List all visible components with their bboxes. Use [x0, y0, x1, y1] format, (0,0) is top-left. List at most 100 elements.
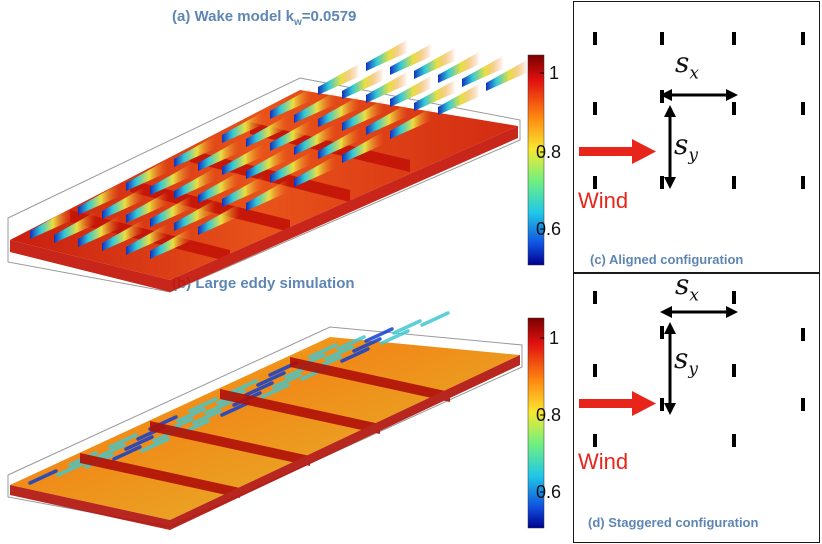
sx-arrow-aligned [660, 89, 738, 101]
wake-streak [222, 175, 264, 207]
wake-streak [78, 215, 120, 247]
colorbar-b-tick-3: 0.6 [536, 482, 562, 502]
wake-streak [342, 131, 384, 163]
wake-streak [294, 91, 336, 123]
colorbar-a-tick-1: 1 [549, 63, 560, 83]
wake-streak [150, 163, 192, 195]
sy-label-aligned: sy [674, 128, 698, 166]
les-field [7, 311, 523, 530]
wake-streak [270, 87, 312, 119]
turbine-markers-staggered [593, 291, 805, 447]
sx-arrow-staggered [660, 306, 738, 318]
wake-streak [486, 59, 528, 91]
wake-streak [150, 227, 192, 259]
wake-streak [126, 191, 168, 223]
wake-streak [366, 103, 408, 135]
turbine-wakes-a [30, 39, 528, 259]
les-streak [220, 401, 250, 417]
wake-streak [390, 43, 432, 75]
sy-letter-staggered: s [674, 342, 689, 375]
wake-streak [318, 95, 360, 127]
les-floor [10, 337, 520, 520]
les-streak [256, 371, 286, 387]
wake-streak [342, 67, 384, 99]
sy-sub-staggered: y [688, 359, 698, 380]
wake-streak [222, 111, 264, 143]
wake-streak [174, 199, 216, 231]
sx-sub-aligned: x [689, 63, 699, 84]
panel-b-title: (b) Large eddy simulation [172, 275, 355, 292]
colorbar-a [527, 54, 545, 266]
wake-streak [126, 223, 168, 255]
wake-streak [30, 207, 72, 239]
panel-a-title-subscript: w [293, 17, 302, 28]
les-streak [260, 383, 290, 399]
sy-arrow-aligned [664, 105, 676, 189]
wake-streak [78, 183, 120, 215]
wake-streak [318, 63, 360, 95]
wake-streak [366, 39, 408, 71]
aligned-layout [579, 32, 805, 189]
wake-streak [366, 71, 408, 103]
domain-outline-b [7, 326, 523, 528]
wake-streak [246, 115, 288, 147]
wake-streak [198, 203, 240, 235]
wake-streak [342, 99, 384, 131]
les-streak [140, 437, 170, 453]
colorbar-a-tick-2: 0.8 [536, 142, 562, 162]
les-streak [352, 337, 382, 353]
wake-streak [414, 79, 456, 111]
wake-streak [102, 219, 144, 251]
les-streak [228, 379, 258, 395]
sx-letter-aligned: s [675, 46, 690, 79]
wake-streak [54, 211, 96, 243]
panel-a-title-suffix: =0.0579 [301, 8, 357, 25]
wake-streak [126, 159, 168, 191]
les-streak [308, 343, 338, 359]
sx-sub-staggered: x [689, 285, 699, 306]
wake-streak [222, 143, 264, 175]
wind-label-staggered: Wind [578, 449, 629, 474]
wind-arrow-aligned [579, 139, 656, 164]
wake-streak [438, 51, 480, 83]
les-streak [364, 327, 394, 343]
panel-a-title-text: (a) Wake model k [172, 8, 294, 25]
wake-streak [270, 151, 312, 183]
les-streak [272, 373, 302, 389]
les-streak [380, 329, 410, 345]
colorbar-b-tick-2: 0.8 [536, 405, 562, 425]
wake-streak [198, 171, 240, 203]
turbine-markers-aligned [593, 32, 805, 189]
sx-letter-staggered: s [675, 268, 690, 301]
les-streak [56, 461, 86, 477]
wake-streak [294, 155, 336, 187]
panel-a-title: (a) Wake model kw=0.0579 [172, 8, 356, 28]
les-streak [244, 381, 274, 397]
wake-streak [102, 187, 144, 219]
sy-sub-aligned: y [688, 145, 698, 166]
sy-letter-aligned: s [674, 128, 689, 161]
wake-streak [174, 135, 216, 167]
cross-sections-b [10, 355, 520, 530]
wake-streak [270, 119, 312, 151]
les-streak [192, 409, 222, 425]
les-streak [340, 347, 370, 363]
les-streak [28, 469, 58, 485]
les-streak [176, 407, 206, 423]
panel-c-aligned: sx sy Wind (c) Aligned configuration [573, 1, 820, 273]
panel-d-staggered: sx sy Wind (d) Staggered configuration [573, 268, 820, 543]
les-streak [392, 319, 422, 335]
les-streak [96, 443, 126, 459]
domain-outline-a [7, 77, 521, 293]
wake-streak [390, 75, 432, 107]
wake-streak [246, 179, 288, 211]
les-streak [336, 335, 366, 351]
sx-label-aligned: sx [675, 46, 699, 84]
wake-model-field [7, 39, 528, 293]
wake-streak [318, 127, 360, 159]
wake-streak [390, 107, 432, 139]
colorbar-a-tick-3: 0.6 [536, 219, 562, 239]
les-streak [188, 397, 218, 413]
wake-streak [438, 83, 480, 115]
les-streak [112, 445, 142, 461]
